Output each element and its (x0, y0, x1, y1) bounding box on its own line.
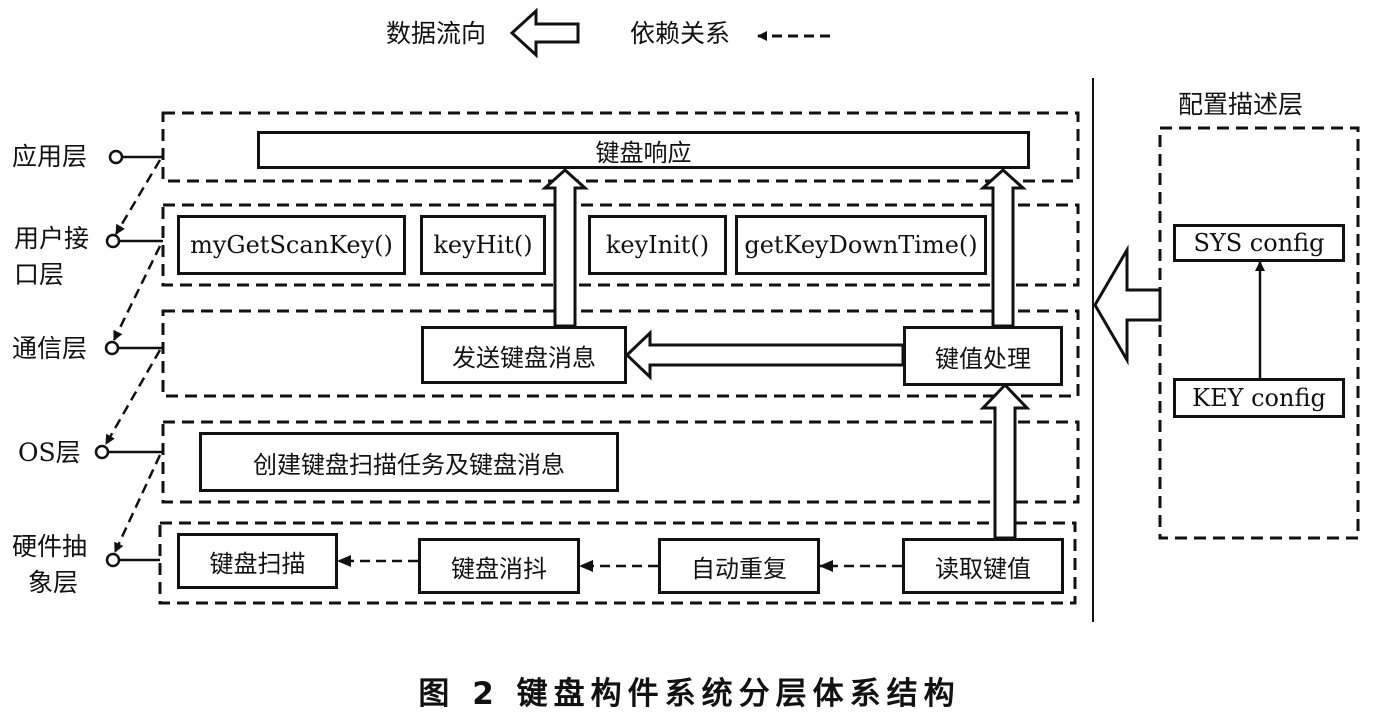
layer-label-comm: 通信层 (12, 334, 88, 363)
config-layer-title: 配置描述层 (1178, 90, 1304, 119)
frame-os-layer (161, 420, 1080, 504)
auto-repeat-box: 自动重复 (658, 538, 820, 594)
send-message-box: 发送键盘消息 (421, 326, 627, 384)
dep-app-to-ui (114, 159, 162, 235)
arrow-send-to-response (541, 167, 589, 328)
key-hit-box: keyHit() (420, 215, 546, 275)
read-key-box: 读取键值 (902, 538, 1064, 594)
dep-comm-to-os (104, 349, 162, 445)
dep-os-to-hal (113, 454, 162, 553)
keyboard-scan-box: 键盘扫描 (177, 533, 338, 589)
arrow-read-to-process (979, 382, 1031, 540)
create-task-box: 创建键盘扫描任务及键盘消息 (199, 432, 619, 492)
os-node (94, 444, 110, 460)
legend-hollow-arrow (509, 7, 580, 59)
legend-dependency-label: 依赖关系 (630, 19, 731, 48)
key-config-box: KEY config (1173, 378, 1345, 418)
app-node (108, 149, 124, 165)
layer-label-ui-line1: 用户接 (14, 224, 90, 253)
layer-label-ui-line2: 口层 (14, 260, 65, 289)
keyboard-response-box: 键盘响应 (257, 131, 1030, 169)
frame-config-layer (1158, 126, 1360, 540)
dep-ui-to-comm (112, 245, 162, 341)
layer-label-hal-line1: 硬件抽 (12, 532, 88, 561)
frame-comm-layer (161, 309, 1080, 398)
figure-caption: 图 2 键盘构件系统分层体系结构 (418, 676, 961, 712)
my-get-scan-key-box: myGetScanKey() (177, 215, 406, 275)
get-key-down-time-box: getKeyDownTime() (735, 215, 987, 275)
arrow-config-to-layers (1093, 244, 1162, 366)
layer-label-hal-line2: 象层 (28, 568, 79, 597)
hal-node (105, 552, 121, 568)
frame-user-interface-layer (161, 203, 1080, 287)
layer-label-app: 应用层 (12, 142, 88, 171)
arrow-process-to-response (979, 167, 1027, 328)
sys-config-box: SYS config (1173, 224, 1345, 262)
layer-label-os: OS层 (18, 438, 81, 467)
debounce-box: 键盘消抖 (418, 538, 580, 594)
frame-hal-layer (158, 521, 1077, 605)
key-processing-box: 键值处理 (903, 326, 1063, 386)
arrow-process-to-send (624, 329, 905, 381)
comm-node (104, 340, 120, 356)
legend-data-flow-label: 数据流向 (386, 19, 487, 48)
ui-node (105, 233, 121, 249)
key-init-box: keyInit() (588, 215, 727, 275)
frame-app-layer (161, 111, 1080, 183)
